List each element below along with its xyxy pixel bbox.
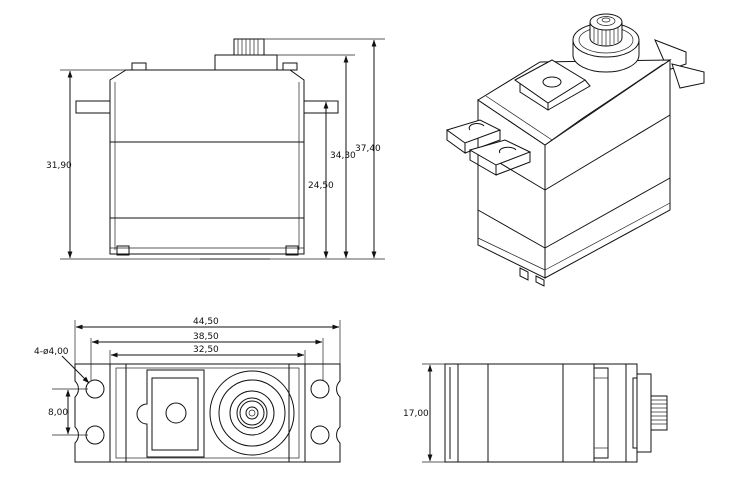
top-mount-hole <box>310 379 330 399</box>
top-ear-right <box>304 363 341 463</box>
top-gear-boss <box>209 370 295 456</box>
side-gear-housing <box>636 373 652 453</box>
front-view: 31,90 24,50 34,30 37,40 <box>46 38 385 260</box>
front-mount-tab-left <box>75 100 111 114</box>
dim-total-height-label: 37,40 <box>355 144 381 154</box>
dim-slot-spacing-label: 8,00 <box>48 408 68 418</box>
front-gear-housing <box>214 54 278 71</box>
dim-body-height-label: 31,90 <box>46 161 72 171</box>
top-mount-hole <box>310 425 330 445</box>
front-body-outline <box>109 69 305 255</box>
front-extension-lines <box>60 38 385 260</box>
dim-mount-height-label: 24,50 <box>308 181 334 191</box>
front-foot-left <box>116 245 130 256</box>
top-body-outline <box>109 363 306 463</box>
isometric-view <box>445 13 705 287</box>
dim-holes-label: 4-ø4,00 <box>34 347 69 357</box>
top-mount-hole <box>85 425 105 445</box>
dim-overall-length-label: 44,50 <box>193 317 219 327</box>
front-output-spline <box>233 38 265 56</box>
dim-case-height-label: 34,30 <box>330 151 356 161</box>
top-output-shaft <box>245 406 259 420</box>
dim-width-label: 17,00 <box>403 409 429 419</box>
side-output-spline <box>650 395 668 431</box>
side-mount-tab <box>593 367 609 459</box>
front-mount-tab-right <box>303 100 339 114</box>
top-ear-left <box>74 363 111 463</box>
dim-holes-leader <box>61 355 90 384</box>
dim-body-length-label: 32,50 <box>193 345 219 355</box>
top-view: 44,50 38,50 32,50 4-ø4,00 8,00 <box>34 317 341 463</box>
front-foot-right <box>285 245 299 256</box>
top-window <box>136 369 205 458</box>
dim-hole-spacing-label: 38,50 <box>193 332 219 342</box>
side-view: 17,00 <box>403 363 668 463</box>
